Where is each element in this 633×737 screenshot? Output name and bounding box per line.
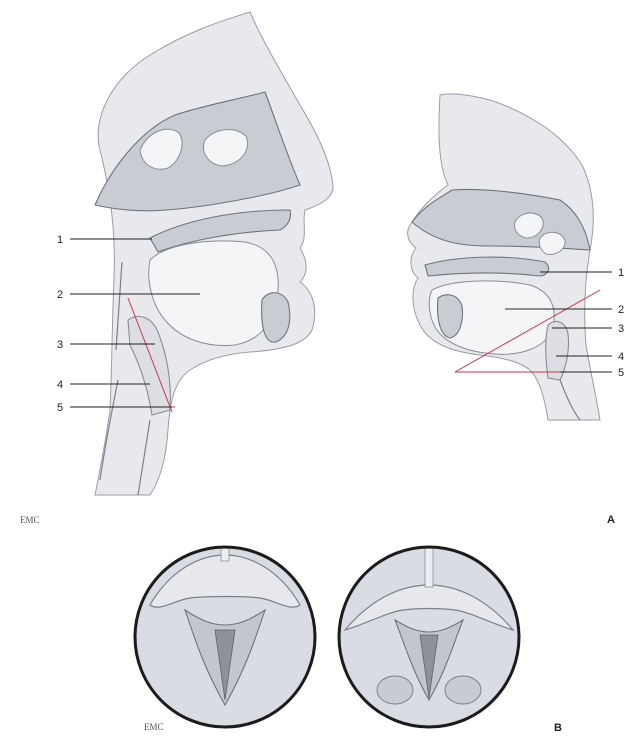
left-label-3: 3 bbox=[57, 339, 63, 351]
panel-label-b: B bbox=[554, 722, 562, 734]
right-label-2: 2 bbox=[618, 304, 624, 316]
signature-b: EMC bbox=[144, 722, 164, 732]
signature-a: EMC bbox=[20, 515, 40, 525]
right-label-4: 4 bbox=[618, 351, 624, 363]
laryngoscope-view-left bbox=[135, 547, 315, 727]
right-head-diagram bbox=[408, 94, 610, 420]
right-label-3: 3 bbox=[618, 323, 624, 335]
right-labels: 1 2 3 4 5 bbox=[618, 267, 624, 379]
left-label-5: 5 bbox=[57, 402, 63, 414]
left-labels: 1 2 3 4 5 bbox=[57, 234, 63, 414]
left-label-4: 4 bbox=[57, 379, 63, 391]
left-label-2: 2 bbox=[57, 289, 63, 301]
laryngoscope-view-right bbox=[339, 547, 519, 727]
right-label-1: 1 bbox=[618, 267, 624, 279]
left-label-1: 1 bbox=[57, 234, 63, 246]
panel-label-a: A bbox=[607, 514, 615, 526]
right-label-5: 5 bbox=[618, 367, 624, 379]
left-head-diagram bbox=[70, 12, 333, 495]
